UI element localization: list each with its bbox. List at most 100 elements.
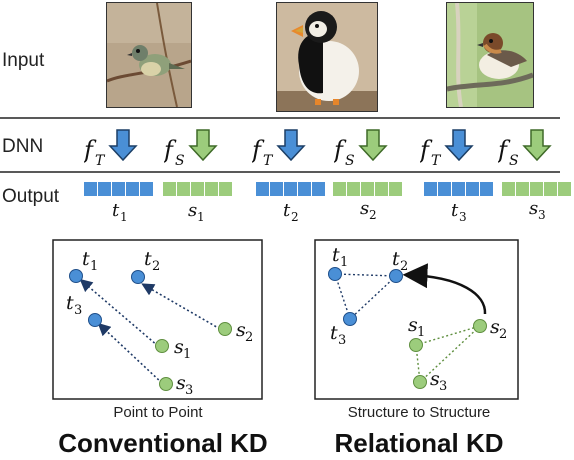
teacher-subscript: T bbox=[431, 153, 442, 168]
teacher-point-t1 bbox=[328, 267, 342, 281]
svg-text:2: 2 bbox=[400, 259, 408, 274]
match-line-s2-t2 bbox=[141, 283, 221, 330]
down-arrow-icon bbox=[444, 129, 474, 162]
student-subscript: S bbox=[345, 153, 355, 168]
output-label-s3: s 3 bbox=[529, 198, 546, 222]
svg-text:1: 1 bbox=[120, 210, 128, 224]
bird-photo-3 bbox=[446, 2, 534, 108]
title-conventional-kd: Conventional KD bbox=[58, 428, 268, 458]
output-label-t3: t 3 bbox=[451, 200, 467, 224]
label-t1: t 1 bbox=[332, 244, 348, 270]
student-subscript: S bbox=[175, 153, 185, 168]
svg-text:s: s bbox=[236, 319, 246, 341]
teacher-network-2: f T bbox=[250, 128, 342, 169]
down-arrow-icon bbox=[188, 129, 218, 162]
svg-text:t: t bbox=[66, 292, 74, 314]
svg-text:2: 2 bbox=[369, 208, 377, 222]
svg-text:3: 3 bbox=[459, 210, 467, 224]
output-row-label: Output bbox=[2, 186, 60, 207]
svg-text:3: 3 bbox=[185, 383, 193, 398]
svg-text:1: 1 bbox=[90, 259, 98, 274]
caption-point-to-point: Point to Point bbox=[113, 404, 203, 421]
down-arrow-icon bbox=[522, 129, 552, 162]
label-s1: s 1 bbox=[408, 314, 425, 340]
teacher-point-t3 bbox=[88, 313, 102, 327]
label-t2: t 2 bbox=[392, 248, 408, 274]
label-t3: t 3 bbox=[66, 292, 82, 318]
svg-text:1: 1 bbox=[417, 325, 425, 340]
teacher-subscript: T bbox=[263, 153, 274, 168]
svg-text:3: 3 bbox=[538, 208, 546, 222]
teacher-embedding-2 bbox=[256, 182, 325, 196]
match-line-s1-t1 bbox=[79, 278, 159, 347]
teacher-point-t3 bbox=[343, 312, 357, 326]
output-label-t1: t 1 bbox=[112, 200, 128, 224]
relational-kd-panel: t 1 t 2 t 3 s 1 s 2 s 3 bbox=[314, 239, 519, 400]
svg-text:s: s bbox=[490, 316, 500, 338]
down-arrow-icon bbox=[276, 129, 306, 162]
teacher-embedding-1 bbox=[84, 182, 153, 196]
svg-text:s: s bbox=[188, 200, 197, 221]
output-label-s1: s 1 bbox=[188, 200, 205, 224]
svg-text:s: s bbox=[174, 336, 184, 358]
student-embedding-2 bbox=[333, 182, 402, 196]
student-point-s3 bbox=[159, 377, 173, 391]
svg-text:1: 1 bbox=[183, 347, 191, 362]
svg-text:3: 3 bbox=[74, 303, 82, 318]
label-s3: s 3 bbox=[430, 368, 447, 394]
student-network-2: f S bbox=[332, 128, 424, 169]
teacher-point-t2 bbox=[389, 269, 403, 283]
teacher-network-1: f T bbox=[82, 128, 174, 169]
label-s2: s 2 bbox=[236, 319, 253, 345]
caption-structure-to-structure: Structure to Structure bbox=[347, 404, 491, 421]
teacher-point-t2 bbox=[131, 270, 145, 284]
down-arrow-icon bbox=[108, 129, 138, 162]
svg-text:s: s bbox=[430, 368, 440, 390]
conventional-kd-panel: t 1 t 2 t 3 s 1 s 2 s 3 bbox=[52, 239, 263, 400]
svg-text:t: t bbox=[283, 200, 291, 221]
svg-text:3: 3 bbox=[439, 379, 447, 394]
svg-text:2: 2 bbox=[245, 330, 253, 345]
label-s3: s 3 bbox=[176, 372, 193, 398]
student-network-1: f S bbox=[162, 128, 254, 169]
student-network-3: f S bbox=[496, 128, 574, 169]
teacher-embedding-3 bbox=[424, 182, 493, 196]
match-line-s3-t3 bbox=[97, 322, 163, 384]
svg-text:2: 2 bbox=[152, 259, 160, 274]
svg-text:1: 1 bbox=[340, 255, 348, 270]
down-arrow-icon bbox=[358, 129, 388, 162]
student-embedding-3 bbox=[502, 182, 571, 196]
svg-text:2: 2 bbox=[499, 327, 507, 342]
label-s1: s 1 bbox=[174, 336, 191, 362]
label-s2: s 2 bbox=[490, 316, 507, 342]
student-embedding-1 bbox=[163, 182, 232, 196]
student-subscript: S bbox=[509, 153, 519, 168]
svg-text:t: t bbox=[332, 244, 340, 266]
svg-text:t: t bbox=[112, 200, 120, 221]
teacher-structure bbox=[334, 273, 397, 320]
title-relational-kd: Relational KD bbox=[334, 428, 504, 458]
label-t3: t 3 bbox=[330, 322, 346, 348]
teacher-network-3: f T bbox=[418, 128, 510, 169]
teacher-subscript: T bbox=[95, 153, 106, 168]
student-point-s2 bbox=[473, 319, 487, 333]
svg-text:t: t bbox=[330, 322, 338, 344]
svg-text:s: s bbox=[529, 198, 538, 219]
svg-text:t: t bbox=[144, 248, 152, 270]
svg-text:t: t bbox=[392, 248, 400, 270]
svg-text:s: s bbox=[360, 198, 369, 219]
svg-text:t: t bbox=[82, 248, 90, 270]
student-point-s2 bbox=[218, 322, 232, 336]
output-label-s2: s 2 bbox=[360, 198, 377, 222]
panel-frame bbox=[52, 239, 263, 400]
student-point-s1 bbox=[155, 339, 169, 353]
teacher-point-t1 bbox=[69, 269, 83, 283]
bird-photo-1 bbox=[106, 2, 192, 108]
student-point-s1 bbox=[409, 338, 423, 352]
svg-text:2: 2 bbox=[291, 210, 299, 224]
dnn-row-label: DNN bbox=[2, 136, 44, 157]
svg-text:s: s bbox=[408, 314, 418, 336]
bird-photo-2 bbox=[276, 2, 378, 112]
svg-text:t: t bbox=[451, 200, 459, 221]
